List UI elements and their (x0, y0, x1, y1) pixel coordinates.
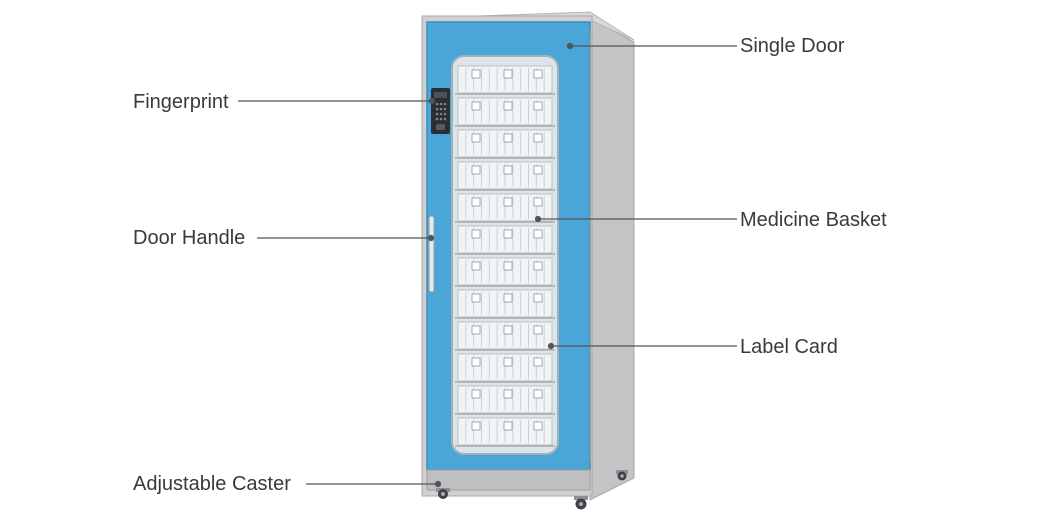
label-card (471, 389, 481, 399)
fingerprint-keypad (431, 88, 450, 134)
caster-rear-right (616, 470, 628, 481)
label-card (503, 389, 513, 399)
label-card (471, 229, 481, 239)
callout-medicine-basket: Medicine Basket (740, 209, 887, 231)
medicine-basket-row (455, 257, 555, 287)
label-card (533, 133, 543, 143)
fingerprint-sensor (436, 124, 445, 130)
callout-label-card: Label Card (740, 336, 838, 358)
label-card (503, 325, 513, 335)
basket-stack (455, 65, 555, 447)
callout-adjustable-caster: Adjustable Caster (133, 473, 291, 495)
medicine-basket-row (455, 385, 555, 415)
label-card (503, 293, 513, 303)
label-card (503, 261, 513, 271)
label-card (503, 229, 513, 239)
label-card (471, 357, 481, 367)
label-card (471, 421, 481, 431)
label-card (471, 261, 481, 271)
label-card (533, 389, 543, 399)
medicine-basket-row (455, 161, 555, 191)
label-card (471, 133, 481, 143)
label-card (533, 421, 543, 431)
label-card (471, 101, 481, 111)
medicine-basket-row (455, 97, 555, 127)
label-card (503, 197, 513, 207)
label-card (533, 229, 543, 239)
caster-front-right (574, 496, 588, 510)
label-card (471, 325, 481, 335)
cabinet-side-panel (589, 17, 635, 501)
label-card (533, 69, 543, 79)
label-card (533, 261, 543, 271)
label-card (533, 357, 543, 367)
keypad-screen (434, 92, 447, 98)
callout-door-handle: Door Handle (133, 227, 246, 249)
label-card (503, 421, 513, 431)
callout-single-door: Single Door (740, 35, 845, 57)
label-card (533, 165, 543, 175)
callout-fingerprint: Fingerprint (133, 91, 229, 113)
label-card (471, 165, 481, 175)
label-card (533, 293, 543, 303)
leader-lines (238, 42, 737, 488)
medicine-basket-row (455, 353, 555, 383)
medicine-basket-row (455, 129, 555, 159)
door-handle (428, 215, 435, 293)
medicine-basket-row (455, 65, 555, 95)
medicine-basket-row (455, 417, 555, 447)
label-card (533, 197, 543, 207)
label-card (503, 69, 513, 79)
cabinet-base (426, 469, 591, 491)
medicine-basket-row (455, 321, 555, 351)
label-card (533, 101, 543, 111)
label-card (471, 293, 481, 303)
label-card (503, 133, 513, 143)
label-card (503, 165, 513, 175)
label-card (503, 101, 513, 111)
label-card (503, 357, 513, 367)
label-card (471, 69, 481, 79)
label-card (471, 197, 481, 207)
keypad-keys (435, 102, 447, 121)
caster-front-left (436, 488, 450, 499)
medicine-basket-row (455, 289, 555, 319)
label-card (533, 325, 543, 335)
medicine-basket-row (455, 225, 555, 255)
